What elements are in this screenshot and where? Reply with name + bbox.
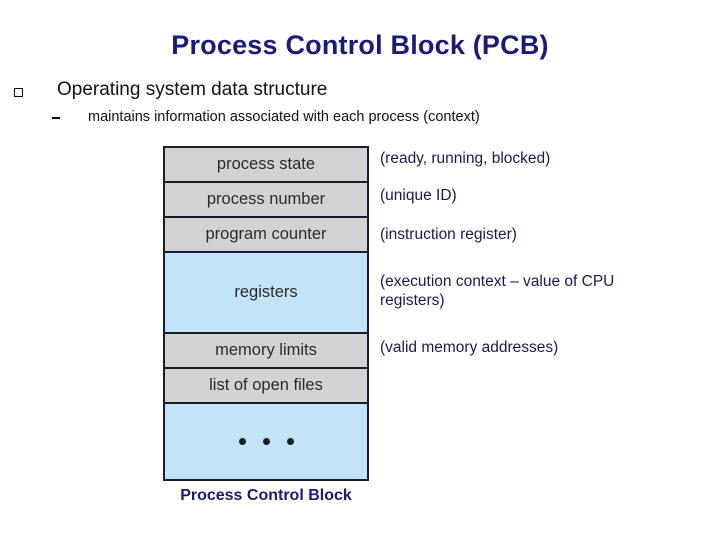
hollow-square-bullet-icon [14,88,23,97]
bullet-level2: maintains information associated with ea… [52,108,702,126]
annotation-memory-limits: (valid memory addresses) [380,339,559,356]
pcb-row-process-state: process state [165,148,367,183]
annotation-process-state: (ready, running, blocked) [380,150,551,167]
pcb-row-process-number: process number [165,183,367,218]
pcb-row-memory-limits: memory limits [165,334,367,369]
bullet-level2-label: maintains information associated with ea… [88,109,480,125]
dot-3 [286,438,294,445]
pcb-diagram: process state process number program cou… [163,146,369,481]
annotation-registers: (execution context – value of CPU regist… [380,273,615,309]
pcb-row-label: process number [206,190,326,208]
ellipsis-dots-icon [238,438,294,445]
pcb-row-label: program counter [205,225,327,243]
pcb-row-list-of-open-files: list of open files [165,369,367,404]
bullet-level1: Operating system data structure [14,79,704,101]
pcb-row-program-counter: program counter [165,218,367,253]
pcb-row-label: list of open files [209,376,323,394]
dot-2 [262,438,270,445]
pcb-row-label: registers [234,283,298,301]
annotation-program-counter: (instruction register) [380,226,517,243]
pcb-row-label: memory limits [215,341,317,359]
annotation-process-number: (unique ID) [380,187,457,204]
bullet-level1-label: Operating system data structure [57,79,328,100]
page-title: Process Control Block (PCB) [171,30,549,60]
pcb-row-label: process state [216,155,316,173]
pcb-row-ellipsis [165,404,367,479]
pcb-row-registers: registers [165,253,367,334]
dot-1 [238,438,246,445]
dash-bullet-icon [52,117,60,119]
pcb-diagram-caption: Process Control Block [180,487,352,504]
